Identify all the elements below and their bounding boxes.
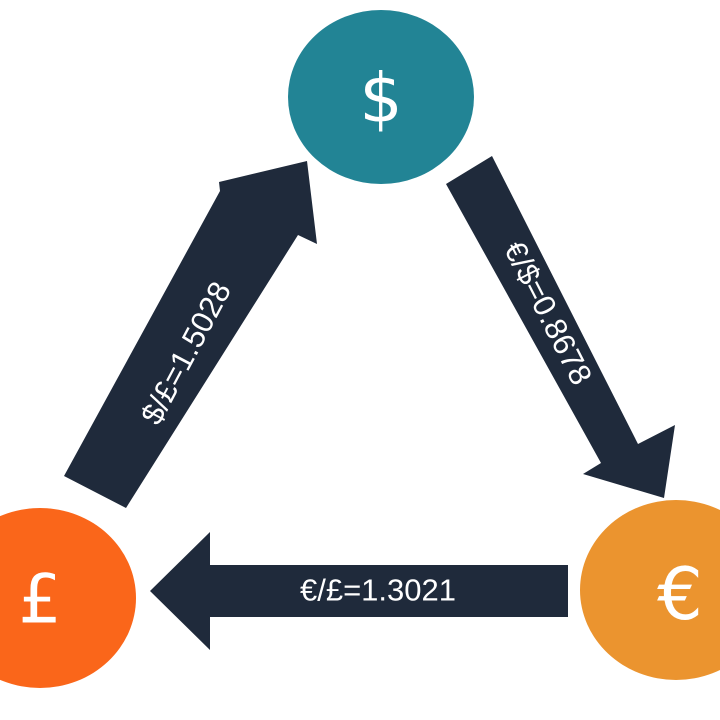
dollar-node: $: [288, 10, 474, 184]
rate-label-euro-pound: €/£=1.3021: [300, 573, 456, 608]
pound-symbol: £: [18, 561, 61, 640]
euro-symbol: €: [657, 552, 703, 636]
arrow-pound-to-dollar: [64, 161, 317, 508]
arrow-dollar-to-euro: [446, 156, 675, 498]
dollar-circle: [288, 10, 474, 184]
euro-circle: [580, 500, 720, 680]
arrow-euro-to-pound: [150, 532, 568, 650]
euro-node: €: [580, 500, 720, 680]
pound-node: £: [0, 508, 136, 688]
dollar-symbol: $: [359, 60, 402, 139]
pound-circle: [0, 508, 136, 688]
